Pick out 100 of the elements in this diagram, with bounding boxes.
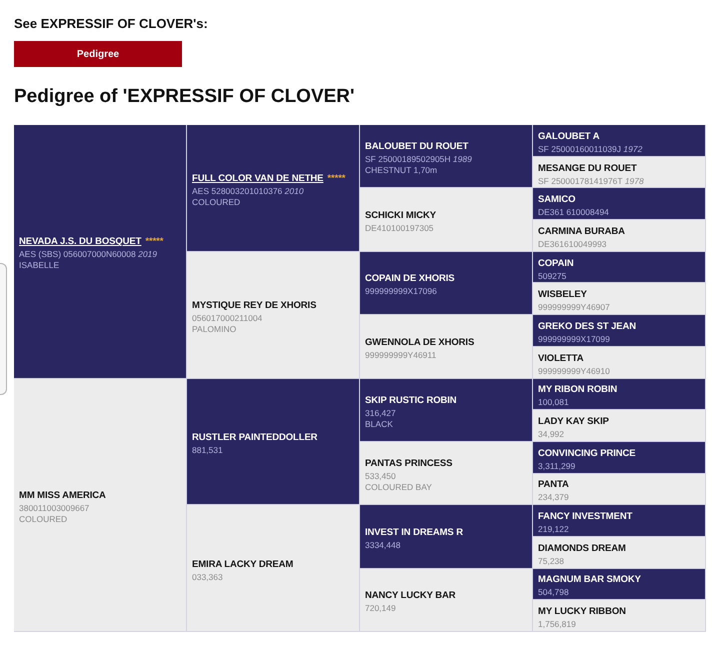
pedigree-cell xyxy=(533,410,706,442)
pedigree-cell xyxy=(533,474,706,506)
registration-number: 504,798 xyxy=(538,587,569,598)
pedigree-cell xyxy=(533,156,706,188)
rating-stars: ***** xyxy=(327,172,346,184)
horse-name: MYSTIQUE REY DE XHORIS xyxy=(192,300,316,311)
pedigree-cell xyxy=(533,220,706,252)
registration-number: SF 25000178141976T 1978 xyxy=(538,176,644,187)
horse-name: SCHICKI MICKY xyxy=(365,210,436,222)
pedigree-cell xyxy=(533,442,706,474)
coat-colour: ISABELLE xyxy=(19,260,60,272)
coat-colour: CHESTNUT 1,70m xyxy=(365,165,438,176)
registration-number: AES (SBS) 056007000N60008 2019 xyxy=(19,249,158,260)
horse-name: WISBELEY xyxy=(538,289,587,300)
registration-number: 75,238 xyxy=(538,556,564,567)
pedigree-cell xyxy=(360,188,533,252)
horse-name: DIAMONDS DREAM xyxy=(538,542,626,554)
horse-name: MAGNUM BAR SMOKY xyxy=(538,574,641,586)
pedigree-cell xyxy=(533,188,706,220)
pedigree-cell xyxy=(533,346,706,378)
registration-number: 720,149 xyxy=(365,603,396,614)
horse-name: RUSTLER PAINTEDDOLLER xyxy=(192,432,318,443)
registration-number: 3334,448 xyxy=(365,540,400,551)
horse-name-link: NEVADA J.S. DU BOSQUET xyxy=(19,236,142,248)
horse-name: CARMINA BURABA xyxy=(538,226,625,237)
horse-name: FANCY INVESTMENT xyxy=(538,511,632,522)
pedigree-cell xyxy=(360,505,533,569)
registration-number: AES 528003201010376 2010 xyxy=(192,186,304,197)
horse-name: LADY KAY SKIP xyxy=(538,416,609,428)
pedigree-cell xyxy=(533,125,706,157)
horse-name: MY RIBON ROBIN xyxy=(538,384,618,396)
horse-name: SKIP RUSTIC ROBIN xyxy=(365,394,457,406)
pedigree-cell xyxy=(360,442,533,506)
registration-number: 316,427 xyxy=(365,408,396,419)
horse-name: SAMICO xyxy=(538,194,576,206)
registration-number: 509275 xyxy=(538,270,566,282)
pedigree-cell xyxy=(533,505,706,537)
page-title: Pedigree of 'EXPRESSIF OF CLOVER' xyxy=(14,86,355,108)
registration-number: 3,311,299 xyxy=(538,460,576,472)
registration-number: 999999999Y46910 xyxy=(538,366,610,377)
pedigree-cell xyxy=(360,315,533,378)
horse-name: BALOUBET DU ROUET xyxy=(365,141,468,152)
pedigree-button: Pedigree xyxy=(14,41,182,67)
pedigree-cell xyxy=(360,378,533,442)
pedigree-cell xyxy=(533,378,706,410)
horse-name: CONVINCING PRINCE xyxy=(538,448,636,459)
registration-number: 056017000211004 xyxy=(192,312,262,324)
registration-number: 881,531 xyxy=(192,444,223,456)
pedigree-cell xyxy=(533,315,706,347)
registration-number: SF 25000160011039J 1972 xyxy=(538,144,642,155)
pedigree-cell xyxy=(187,125,360,252)
horse-name-link: FULL COLOR VAN DE NETHE xyxy=(192,172,324,184)
registration-number: 1,756,819 xyxy=(538,619,576,630)
registration-number: 219,122 xyxy=(538,524,569,536)
horse-name: COPAIN DE XHORIS xyxy=(365,273,455,284)
coat-colour: COLOURED xyxy=(19,514,68,525)
pedigree-cell xyxy=(533,283,706,316)
pedigree-cell xyxy=(360,125,533,188)
registration-number: DE361610049993 xyxy=(538,238,607,250)
pedigree-cell xyxy=(533,568,706,600)
registration-number: 533,450 xyxy=(365,471,396,482)
horse-name: PANTA xyxy=(538,479,569,490)
registration-number: 999999999X17099 xyxy=(538,334,610,345)
registration-number: DE410100197305 xyxy=(365,223,434,234)
horse-name: COPAIN xyxy=(538,258,574,269)
horse-name: MESANGE DU ROUET xyxy=(538,162,637,174)
registration-number: 999999999Y46907 xyxy=(538,302,610,314)
coat-colour: PALOMINO xyxy=(192,324,236,335)
pedigree-cell xyxy=(533,536,706,569)
horse-name: PANTAS PRINCESS xyxy=(365,458,452,470)
pedigree-cell xyxy=(187,252,360,378)
coat-colour: BLACK xyxy=(365,418,393,430)
registration-number: SF 25000189502905H 1989 xyxy=(365,154,472,166)
registration-number: 234,379 xyxy=(538,492,569,504)
pedigree-cell xyxy=(360,252,533,316)
horse-name: GREKO DES ST JEAN xyxy=(538,320,636,332)
rating-stars: ***** xyxy=(145,236,164,248)
registration-number: 100,081 xyxy=(538,397,569,408)
pedigree-cell xyxy=(14,378,187,632)
registration-number: 999999999X17096 xyxy=(365,286,437,298)
pedigree-cell xyxy=(533,252,706,284)
horse-name: EMIRA LACKY DREAM xyxy=(192,558,294,570)
pedigree-cell xyxy=(14,125,187,378)
horse-name: GALOUBET A xyxy=(538,130,600,142)
pedigree-cell xyxy=(360,568,533,632)
horse-name: MY LUCKY RIBBON xyxy=(538,606,626,618)
pedigree-cell xyxy=(187,505,360,632)
registration-number: 380011003009667 xyxy=(19,502,90,514)
registration-number: DE361 610008494 xyxy=(538,207,609,218)
coat-colour: COLOURED xyxy=(192,196,240,208)
horse-name: VIOLETTA xyxy=(538,352,584,364)
section-heading: See EXPRESSIF OF CLOVER's: xyxy=(14,16,208,31)
pedigree-cell xyxy=(187,378,360,506)
registration-number: 999999999Y46911 xyxy=(365,350,436,361)
horse-name: NANCY LUCKY BAR xyxy=(365,590,456,602)
pedigree-cell xyxy=(533,600,706,632)
registration-number: 033,363 xyxy=(192,572,223,583)
horse-name: GWENNOLA DE XHORIS xyxy=(365,336,474,348)
horse-name: MM MISS AMERICA xyxy=(19,490,106,501)
registration-number: 34,992 xyxy=(538,429,564,440)
